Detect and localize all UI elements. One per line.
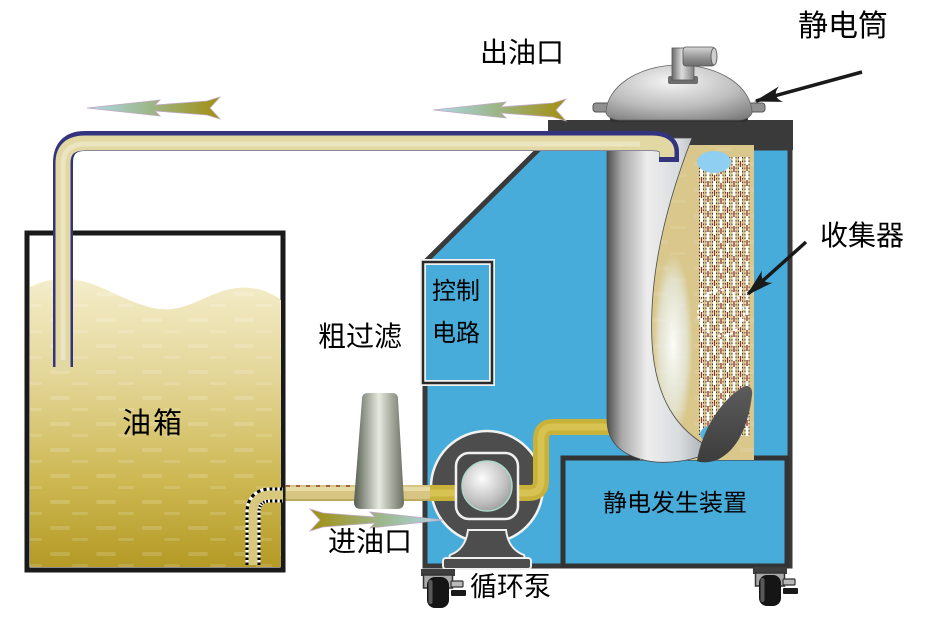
flow-arrow-outlet-icon xyxy=(432,98,567,122)
label-oil-outlet: 出油口 xyxy=(480,38,565,69)
label-electrostatic-generator: 静电发生装置 xyxy=(603,491,747,517)
caster-wheel-right xyxy=(752,566,799,607)
oil-tank xyxy=(24,230,286,573)
electrostatic-generator-box xyxy=(560,455,790,569)
return-pipe xyxy=(53,131,679,371)
oil-drop-top xyxy=(697,151,731,173)
coarse-filter-body xyxy=(354,393,404,509)
cylinder-shell-claw xyxy=(697,385,753,463)
collector-stripes xyxy=(699,157,750,436)
label-coarse-filter: 粗过滤 xyxy=(318,322,403,353)
label-collector: 收集器 xyxy=(820,221,905,252)
pump-impeller xyxy=(454,451,520,521)
pointer-arrow-collector-icon xyxy=(746,240,808,296)
dome-cap xyxy=(592,46,766,122)
tank-suction-pipe xyxy=(245,487,283,565)
flow-arrow-outlet-far-icon xyxy=(86,96,221,120)
label-control-circuit-line2: 电路 xyxy=(432,321,480,347)
vent-elbow-icon xyxy=(668,46,718,84)
pump-pipe xyxy=(430,419,616,501)
caster-wheel-left xyxy=(420,568,467,609)
label-circulation-pump: 循环泵 xyxy=(470,572,551,602)
label-oil-tank: 油箱 xyxy=(122,408,185,440)
pointer-arrow-cylinder-icon xyxy=(754,70,863,103)
collector-highlight-circle xyxy=(697,289,745,337)
cylinder-shell xyxy=(606,137,714,463)
control-circuit-box xyxy=(420,259,495,386)
label-oil-inlet: 进油口 xyxy=(328,527,413,558)
label-electrostatic-cylinder: 静电筒 xyxy=(798,10,888,43)
label-control-circuit-line1: 控制 xyxy=(432,279,480,305)
